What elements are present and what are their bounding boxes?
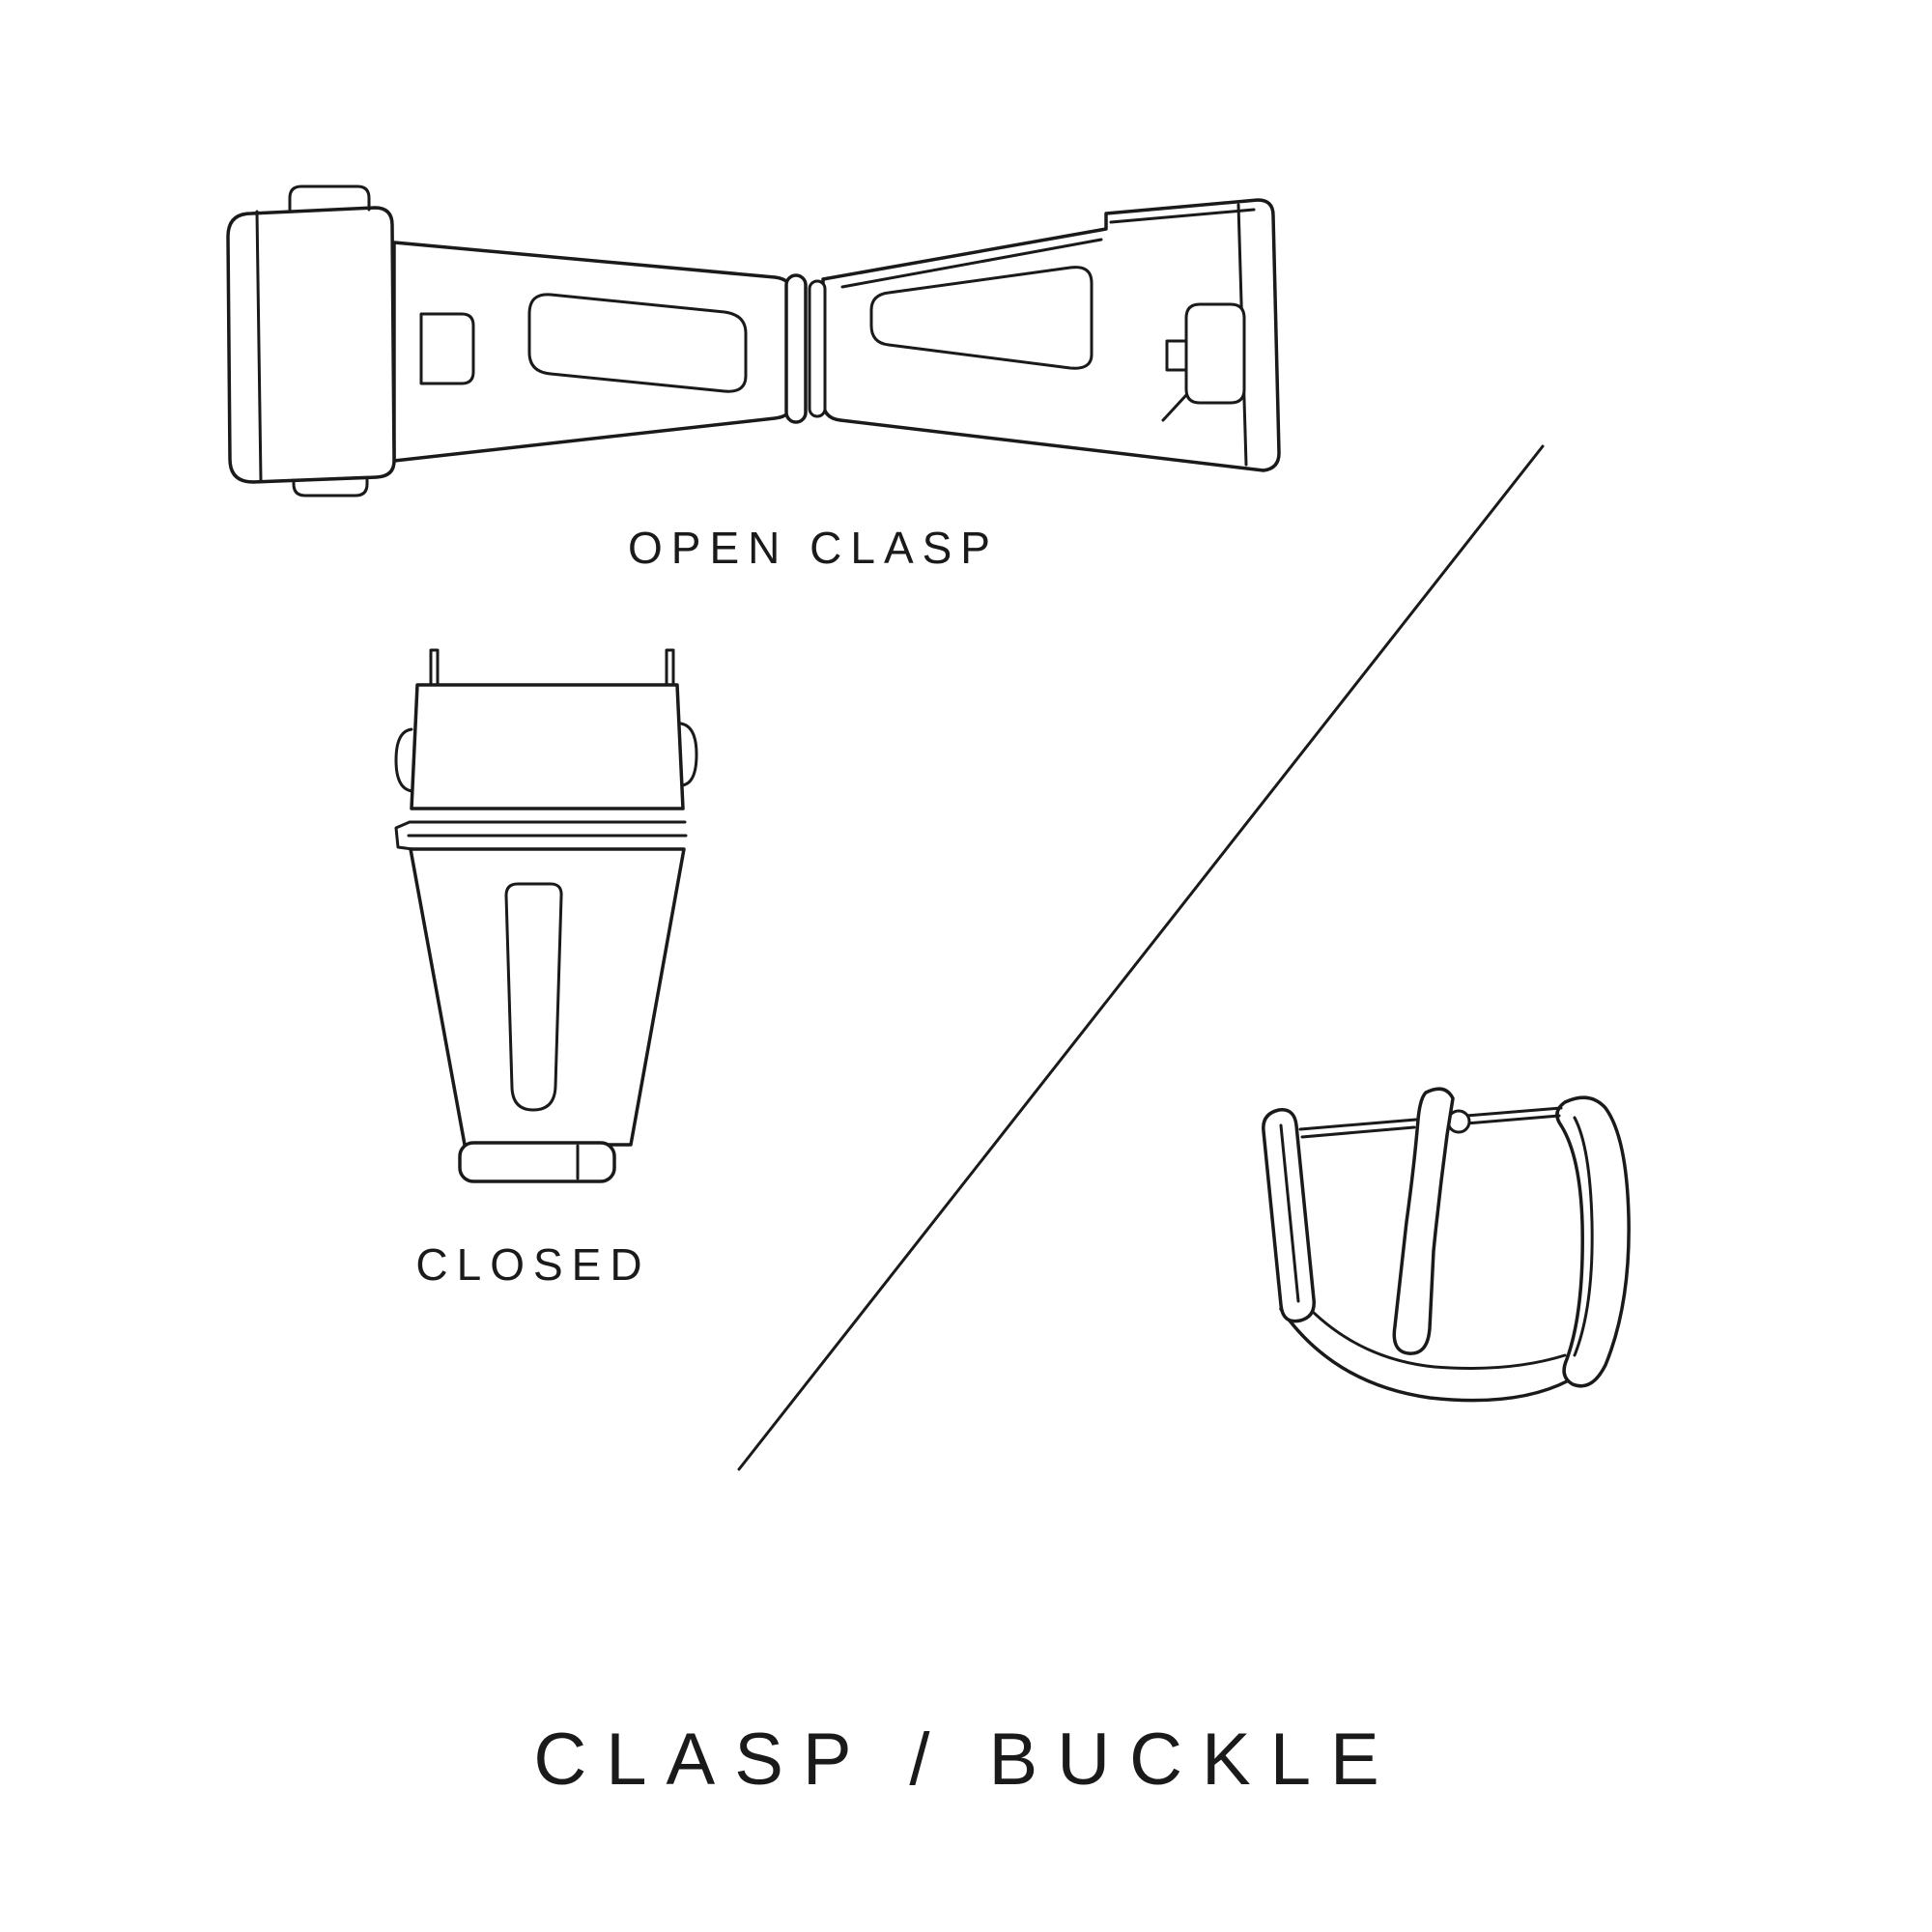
clasp-hinge-bar-outer [784, 273, 808, 424]
buckle-right-bar-inner-line [1573, 1116, 1594, 1357]
closed-clasp-left-prong [429, 648, 440, 691]
clasp-right-end-edge-line [1109, 208, 1256, 224]
closed-clasp-corner-tab [394, 820, 414, 851]
closed-clasp-label: CLOSED [415, 1239, 651, 1290]
clasp-catch [1184, 302, 1246, 405]
closed-clasp-right-tab [679, 722, 698, 787]
closed-clasp-slot [504, 882, 563, 1112]
closed-clasp-body [409, 847, 686, 1147]
clasp-right-blade-edge-line [840, 238, 1103, 289]
open-clasp-label: OPEN CLASP [628, 523, 999, 573]
open-clasp-figure [222, 179, 1304, 497]
closed-clasp-top-plate [410, 683, 685, 810]
clasp-end-link [226, 206, 396, 484]
clasp-left-blade-notch [419, 312, 475, 385]
closed-clasp-end-bar [458, 1141, 616, 1183]
buckle-bottom-band-outer [1279, 1307, 1571, 1403]
page-title: CLASP / BUCKLE [533, 1719, 1399, 1801]
clasp-left-blade-window [527, 293, 748, 393]
buckle-bottom-band-inner [1302, 1301, 1567, 1370]
clasp-hinge-bar-inner [808, 279, 827, 418]
clasp-right-blade-window [869, 266, 1094, 370]
buckle-left-bar-inner-line [1279, 1123, 1300, 1303]
divider-line [737, 444, 1545, 1471]
closed-clasp-left-tab [394, 727, 414, 793]
clasp-catch-spring [1161, 393, 1188, 422]
buckle-spring-bar-left [1298, 1118, 1418, 1139]
open-clasp-illustration [226, 185, 1281, 497]
buckle-illustration [1262, 1087, 1631, 1403]
clasp-right-blade [821, 198, 1281, 472]
clasp-end-link-strip [255, 210, 263, 482]
closed-clasp-figure [386, 642, 705, 1203]
clasp-catch-hook [1165, 339, 1188, 372]
closed-clasp-illustration [394, 648, 698, 1183]
clasp-end-link-top-tab [288, 185, 371, 213]
divider [737, 444, 1545, 1471]
buckle-tang [1392, 1087, 1455, 1355]
clasp-left-blade [392, 241, 794, 463]
buckle-figure [1227, 1077, 1652, 1425]
closed-clasp-right-prong [665, 648, 675, 691]
buckle-spring-bar-right [1464, 1106, 1563, 1125]
clasp-end-link-bottom-tab [292, 477, 369, 497]
